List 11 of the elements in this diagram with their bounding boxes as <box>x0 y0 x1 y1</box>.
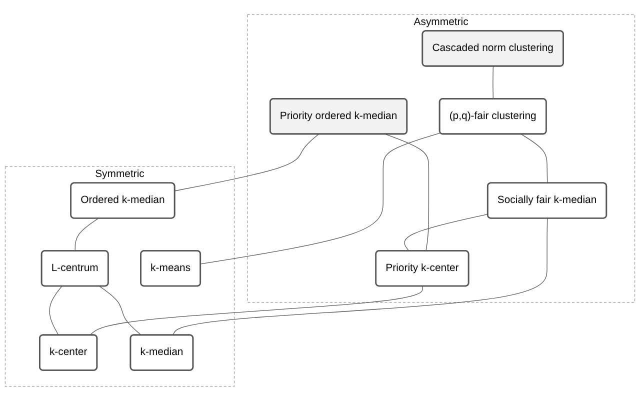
connector <box>174 134 319 192</box>
connector <box>172 218 548 336</box>
connector <box>404 214 488 252</box>
connector <box>49 286 62 336</box>
connector <box>74 218 98 252</box>
connector <box>89 286 423 336</box>
connector <box>99 286 142 336</box>
connector <box>200 132 441 264</box>
connector <box>492 66 494 100</box>
connector <box>520 134 548 184</box>
connector <box>385 134 430 252</box>
